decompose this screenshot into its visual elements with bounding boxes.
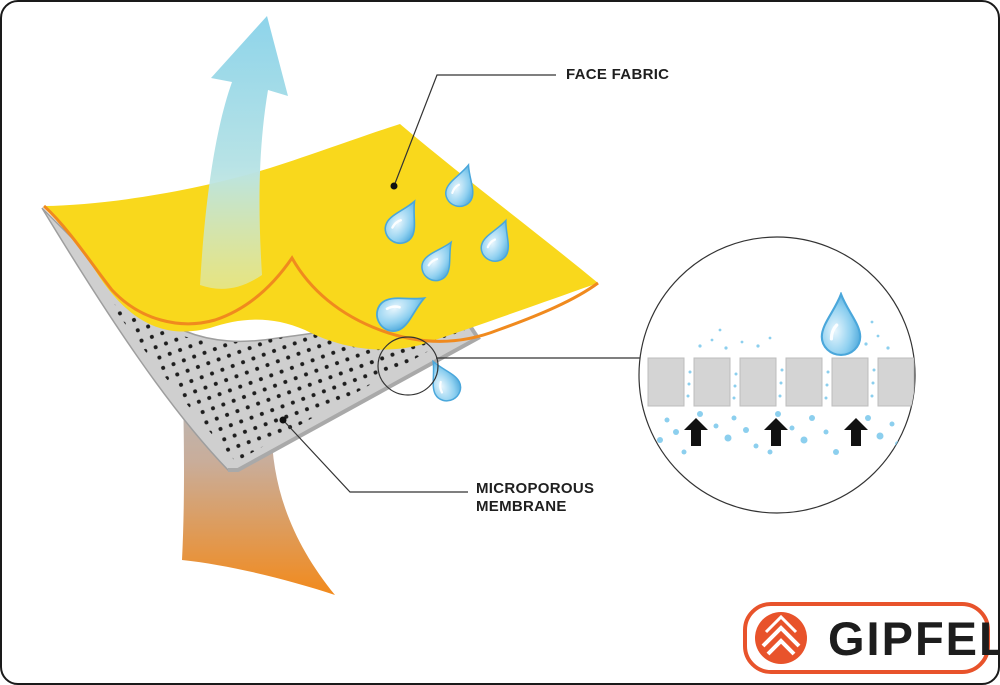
membrane-label-line1: MICROPOROUS: [476, 480, 595, 497]
pore-blocks: [647, 357, 915, 407]
magnified-view: [638, 236, 916, 514]
brand-name: GIPFEL: [828, 612, 1000, 665]
face-fabric-label: FACE FABRIC: [566, 66, 670, 83]
leader-lines: [279, 74, 640, 493]
pressure-arrows: [684, 418, 868, 446]
face-fabric-edge: [42, 204, 599, 343]
membrane-label-line2: MEMBRANE: [476, 498, 567, 515]
vapor-arrow-icon: [200, 16, 288, 289]
face-fabric-leader: [393, 74, 556, 187]
up-arrow-icon: [684, 418, 708, 446]
up-arrow-icon: [764, 418, 788, 446]
microporous-membrane-label: MICROPOROUS MEMBRANE: [476, 480, 594, 516]
mountain-logo-icon: [755, 612, 807, 664]
vapor-particles: [657, 320, 901, 455]
gipfel-logo: [743, 602, 990, 674]
membrane-edge: [228, 324, 481, 472]
zoom-marker: [377, 336, 439, 396]
membrane-leader: [282, 419, 468, 493]
up-arrow-icon: [844, 418, 868, 446]
